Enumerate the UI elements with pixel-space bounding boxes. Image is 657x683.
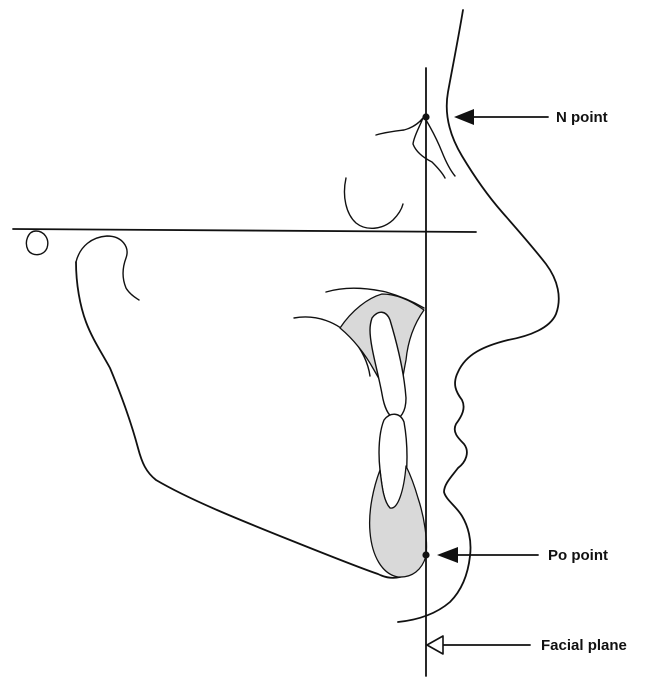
orbit-outline <box>344 178 403 228</box>
mandible-outline <box>76 262 400 578</box>
ear-outline <box>76 236 139 300</box>
n-point-arrowhead <box>454 109 474 125</box>
po-point-label: Po point <box>548 547 608 564</box>
facial-plane-arrowhead <box>427 636 443 654</box>
po-point-arrowhead <box>437 547 458 563</box>
frankfort-horizontal-line <box>13 229 476 232</box>
facial-plane-label: Facial plane <box>541 637 627 654</box>
n-point-label: N point <box>556 109 608 126</box>
n-point-marker <box>422 113 429 120</box>
porion-ring <box>26 231 47 255</box>
po-point-marker <box>422 551 429 558</box>
frontonasal-outline <box>376 118 445 178</box>
